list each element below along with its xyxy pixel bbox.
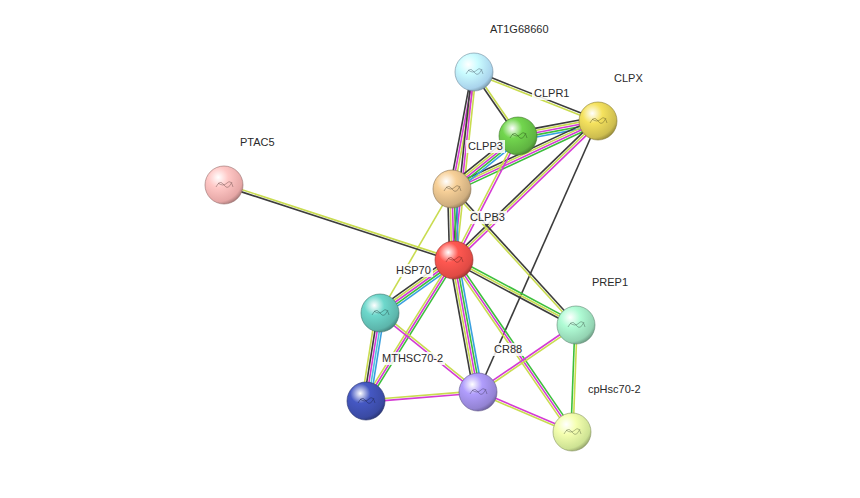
evidence-line xyxy=(494,400,555,426)
interaction-edge xyxy=(483,86,508,122)
interaction-edge xyxy=(364,330,381,384)
protein-sphere xyxy=(432,169,472,209)
evidence-line xyxy=(491,78,582,114)
evidence-line xyxy=(454,207,457,242)
interaction-edge xyxy=(469,267,561,319)
interaction-edge xyxy=(389,205,443,298)
interaction-edge xyxy=(492,334,562,382)
protein-sphere xyxy=(458,372,498,412)
protein-node: MTHSC70-2 xyxy=(346,381,386,421)
evidence-line xyxy=(457,278,475,375)
evidence-line xyxy=(241,192,437,256)
protein-label: CLPP3 xyxy=(466,140,505,153)
protein-label: MTHSC70-2 xyxy=(380,352,445,365)
evidence-line xyxy=(483,87,507,121)
protein-label: AT1G68660 xyxy=(488,23,551,36)
protein-sphere xyxy=(434,240,474,280)
evidence-line xyxy=(469,270,559,318)
protein-sphere xyxy=(454,52,494,92)
protein-node: CR88 xyxy=(458,372,498,412)
evidence-line xyxy=(495,398,556,424)
evidence-line xyxy=(453,278,471,375)
evidence-line xyxy=(485,86,509,120)
protein-node: CLPB3 xyxy=(434,240,474,280)
evidence-line xyxy=(455,278,473,375)
protein-label: HSP70 xyxy=(394,264,433,277)
evidence-line xyxy=(466,274,564,416)
evidence-line xyxy=(490,80,581,116)
protein-node: AT1G68660 xyxy=(454,52,494,92)
interaction-edge xyxy=(448,207,458,242)
evidence-line xyxy=(450,207,453,242)
interaction-edge xyxy=(384,392,460,400)
protein-node: cpHsc70-2 xyxy=(552,412,592,452)
evidence-line xyxy=(364,330,372,382)
protein-sphere xyxy=(552,412,592,452)
evidence-line xyxy=(241,190,437,254)
evidence-line xyxy=(492,334,560,381)
protein-node: CLPX xyxy=(578,101,618,141)
protein-node: PTAC5 xyxy=(204,165,244,205)
evidence-line xyxy=(389,205,443,298)
interaction-edge xyxy=(490,78,581,116)
evidence-line xyxy=(463,153,510,245)
protein-label: CR88 xyxy=(492,343,524,356)
protein-sphere xyxy=(578,101,618,141)
evidence-line xyxy=(384,395,460,401)
protein-label: PTAC5 xyxy=(238,136,277,149)
evidence-line xyxy=(470,268,560,316)
evidence-line xyxy=(456,207,459,242)
interaction-edge xyxy=(241,190,437,256)
protein-label: cpHsc70-2 xyxy=(586,383,643,396)
protein-sphere xyxy=(346,381,386,421)
protein-label: PREP1 xyxy=(590,276,630,289)
evidence-line xyxy=(377,276,446,386)
protein-label: CLPR1 xyxy=(532,87,571,100)
protein-sphere xyxy=(360,293,400,333)
evidence-line xyxy=(535,120,580,128)
protein-node: HSP70 xyxy=(360,293,400,333)
protein-label: CLPX xyxy=(612,72,645,85)
interaction-edge xyxy=(494,398,556,426)
evidence-line xyxy=(452,207,455,242)
evidence-line xyxy=(572,343,575,414)
protein-label: CLPB3 xyxy=(468,211,507,224)
evidence-line xyxy=(447,207,450,242)
interaction-edge xyxy=(572,343,577,414)
protein-node: PREP1 xyxy=(556,305,596,345)
protein-node: CLPP3 xyxy=(432,169,472,209)
protein-sphere xyxy=(204,165,244,205)
protein-sphere xyxy=(556,305,596,345)
